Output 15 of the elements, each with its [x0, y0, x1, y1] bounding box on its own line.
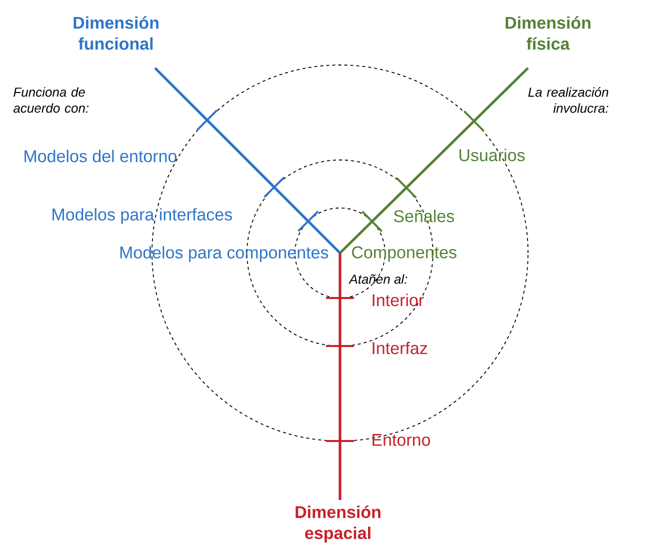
note-text: Atañen al:: [348, 274, 408, 284]
axis-label: Entorno: [372, 434, 430, 446]
axis-label: Usuarios: [460, 148, 525, 162]
axis-label: Interior: [372, 294, 424, 306]
note-text: Funciona de acuerdo con:: [14, 87, 89, 113]
dimension-heading: Dimensión espacial: [296, 505, 380, 542]
axis-label: Modelos del entorno: [24, 150, 176, 162]
dimension-heading: Dimensión funcional: [74, 16, 158, 50]
dimension-heading: Dimensión física: [506, 16, 590, 50]
axis-label: Señales: [394, 210, 454, 222]
axis-label: Modelos para interfaces: [52, 208, 232, 224]
axis-label: Componentes: [352, 246, 456, 262]
note-text: La realización involucra:: [528, 87, 608, 113]
axis-label: Modelos para componentes: [120, 246, 328, 262]
axis-label: Interfaz: [372, 342, 428, 354]
